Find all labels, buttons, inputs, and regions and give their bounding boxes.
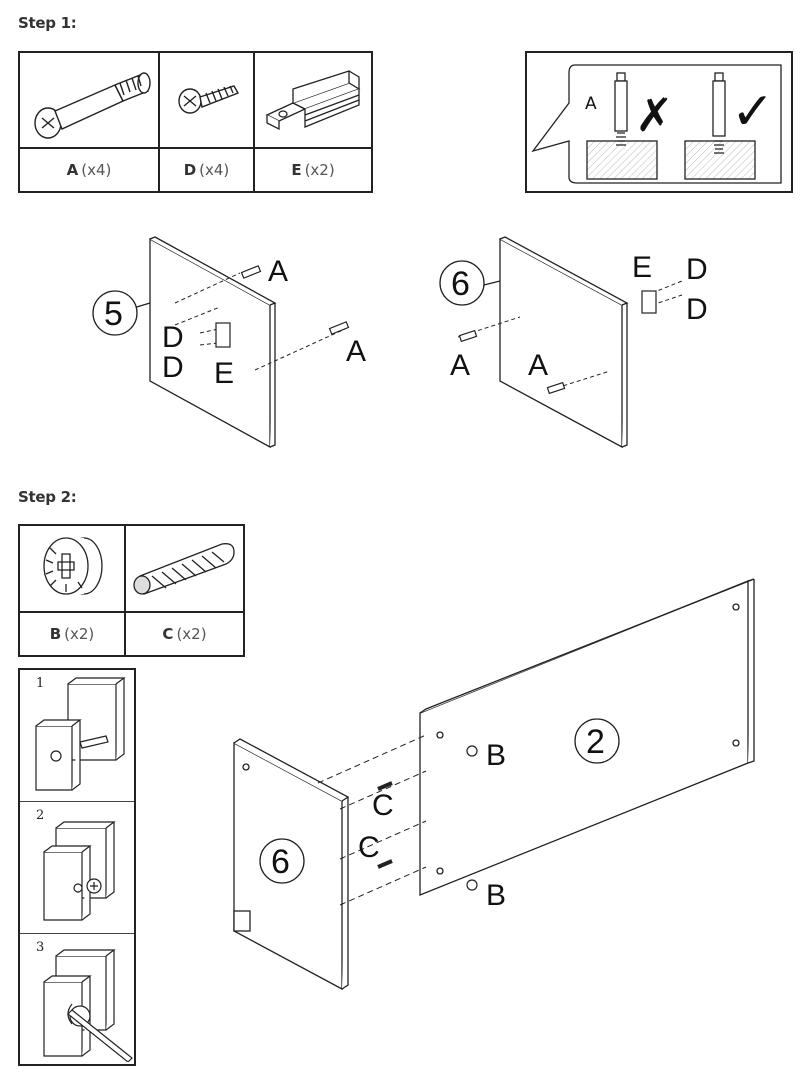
part-e-label: E(x2) (291, 161, 335, 179)
substep-2-diagram (43, 821, 116, 921)
step2-assembly-diagram: 2 6 B C C B (233, 578, 755, 991)
label-c-bottom: C (358, 831, 380, 864)
substep-1-number: 1 (36, 676, 45, 691)
step2-title: Step 2: (18, 488, 77, 506)
substep-3-diagram (43, 949, 133, 1063)
panel-2-number: 2 (586, 723, 605, 761)
cam-bolt-depth-hint: A ✗ ✓ (525, 51, 793, 193)
panel-6-label-d2: D (686, 293, 708, 326)
part-b-label: B(x2) (20, 613, 126, 655)
panel-5-label-d2: D (162, 351, 184, 384)
part-d-label: D(x4) (160, 149, 255, 191)
panel-5-label-d1: D (162, 321, 184, 354)
part-e-cell (255, 53, 371, 147)
panel-6-label-a1: A (450, 349, 470, 382)
part-b-cell (20, 526, 126, 611)
substep-1: 1 (20, 670, 134, 802)
substep-3-number: 3 (36, 940, 45, 955)
substep-3: 3 (20, 934, 134, 1064)
screw-icon (178, 85, 240, 114)
hint-letter: A (585, 94, 597, 114)
part-d-cell (160, 53, 255, 147)
panel-6-label-a2: A (528, 349, 548, 382)
part-a-cell (20, 53, 160, 147)
substep-1-diagram (35, 677, 126, 791)
panel-6-label-d1: D (686, 253, 708, 286)
label-c-top: C (372, 789, 394, 822)
panel-6-label-e: E (632, 251, 652, 284)
panel-5-label-e: E (214, 357, 234, 390)
step1-panels-diagram: 5 A D D E A 6 E D D A A (92, 236, 708, 449)
panel-6-number: 6 (451, 265, 470, 303)
substep-2-number: 2 (36, 808, 45, 823)
step2-parts-table: B(x2) C(x2) (18, 524, 245, 657)
label-b-bottom: B (486, 879, 506, 912)
panel-6-step2-number: 6 (271, 843, 290, 881)
step1-parts-table: A(x4) D(x4) E(x2) (18, 51, 373, 193)
magnetic-catch-icon (265, 70, 361, 131)
panel-5-label-a-bottom: A (346, 335, 366, 368)
cam-lock-substeps: 1 2 3 (18, 668, 136, 1066)
cam-bolt-icon (34, 72, 151, 139)
wrong-mark-icon: ✗ (635, 88, 674, 142)
wooden-dowel-icon (133, 543, 235, 595)
step1-title: Step 1: (18, 14, 77, 32)
part-c-label: C(x2) (162, 625, 207, 643)
panel-5-label-a-top: A (268, 255, 288, 288)
part-a-label: A(x4) (20, 149, 160, 191)
substep-2: 2 (20, 802, 134, 934)
hint-diagram: A ✗ ✓ (531, 64, 782, 184)
part-c-cell (126, 526, 243, 611)
cam-lock-icon (43, 537, 103, 595)
panel-5-number: 5 (104, 295, 123, 333)
right-mark-icon: ✓ (731, 82, 775, 142)
label-b-top: B (486, 739, 506, 772)
